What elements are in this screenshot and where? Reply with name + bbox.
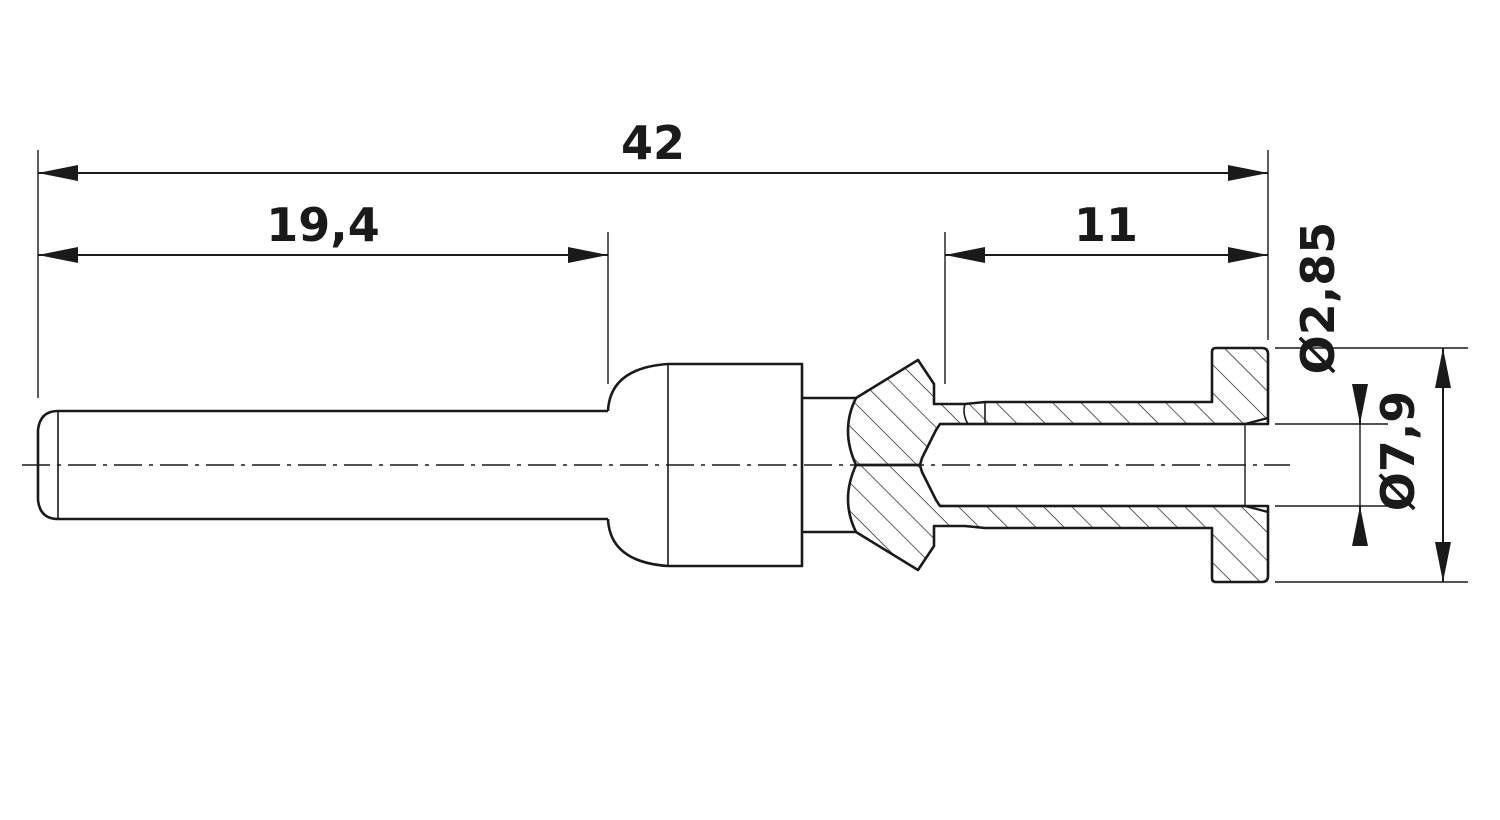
contact-pin — [36, 362, 856, 568]
dim-outer-diameter: Ø7,9 — [1371, 391, 1425, 512]
section-upper — [846, 346, 1270, 467]
pin-shaft — [36, 409, 608, 521]
extension-lines — [37, 150, 1468, 583]
dim-crimp-length: 11 — [1074, 198, 1138, 252]
pin-collar — [606, 362, 804, 568]
bore — [940, 402, 1269, 514]
dim-overall-length: 42 — [621, 116, 685, 170]
section-lower — [846, 463, 1270, 584]
dim-inner-diameter: Ø2,85 — [1291, 222, 1345, 375]
dimension-lines — [38, 165, 1451, 582]
dim-pin-length: 19,4 — [266, 198, 380, 252]
